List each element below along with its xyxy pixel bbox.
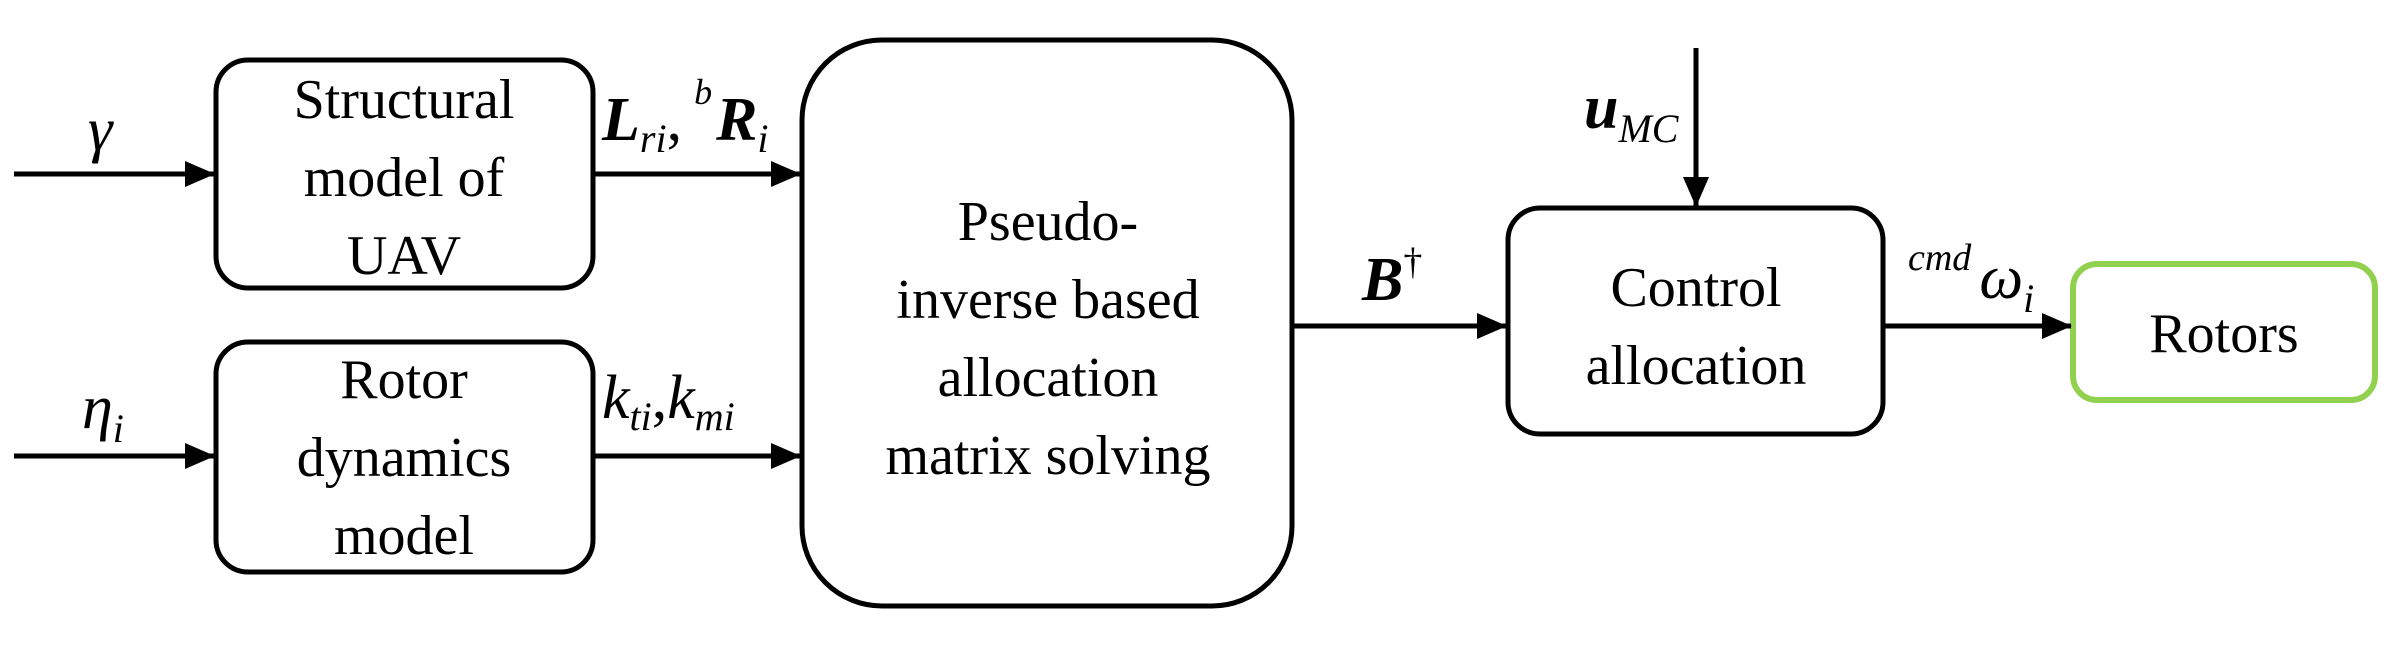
rotor-dynamics-line-3: model	[334, 505, 474, 567]
pseudo-inverse-line-1: Pseudo-	[958, 191, 1138, 253]
pseudo-inverse-line-3: allocation	[938, 347, 1159, 409]
pseudo-inverse-block	[799, 37, 1295, 609]
label-B-dagger: B†	[1361, 241, 1422, 314]
control-allocation-line-2: allocation	[1586, 335, 1807, 397]
pseudo-inverse-line-4: matrix solving	[885, 425, 1210, 487]
structural-model-line-2: model of	[304, 147, 505, 209]
structural-model-line-1: Structural	[294, 69, 515, 131]
structural-model-line-3: UAV	[347, 225, 461, 287]
control-allocation-line-1: Control	[1610, 257, 1781, 319]
rotor-dynamics-line-1: Rotor	[340, 349, 468, 411]
rotor-dynamics-line-2: dynamics	[297, 427, 512, 489]
label-u-MC: uMC	[1584, 74, 1680, 151]
pseudo-inverse-line-2: inverse based	[896, 269, 1199, 331]
label-gamma: γ	[88, 96, 114, 164]
label-L-ri-bR-i: Lri,bRi	[601, 72, 769, 161]
rotors-block	[2070, 261, 2378, 403]
label-eta-i: ηi	[82, 374, 124, 451]
label-k-ti-k-mi: kti,kmi	[602, 364, 735, 439]
rotors-label: Rotors	[2149, 303, 2298, 365]
control-allocation-block	[1505, 205, 1886, 437]
